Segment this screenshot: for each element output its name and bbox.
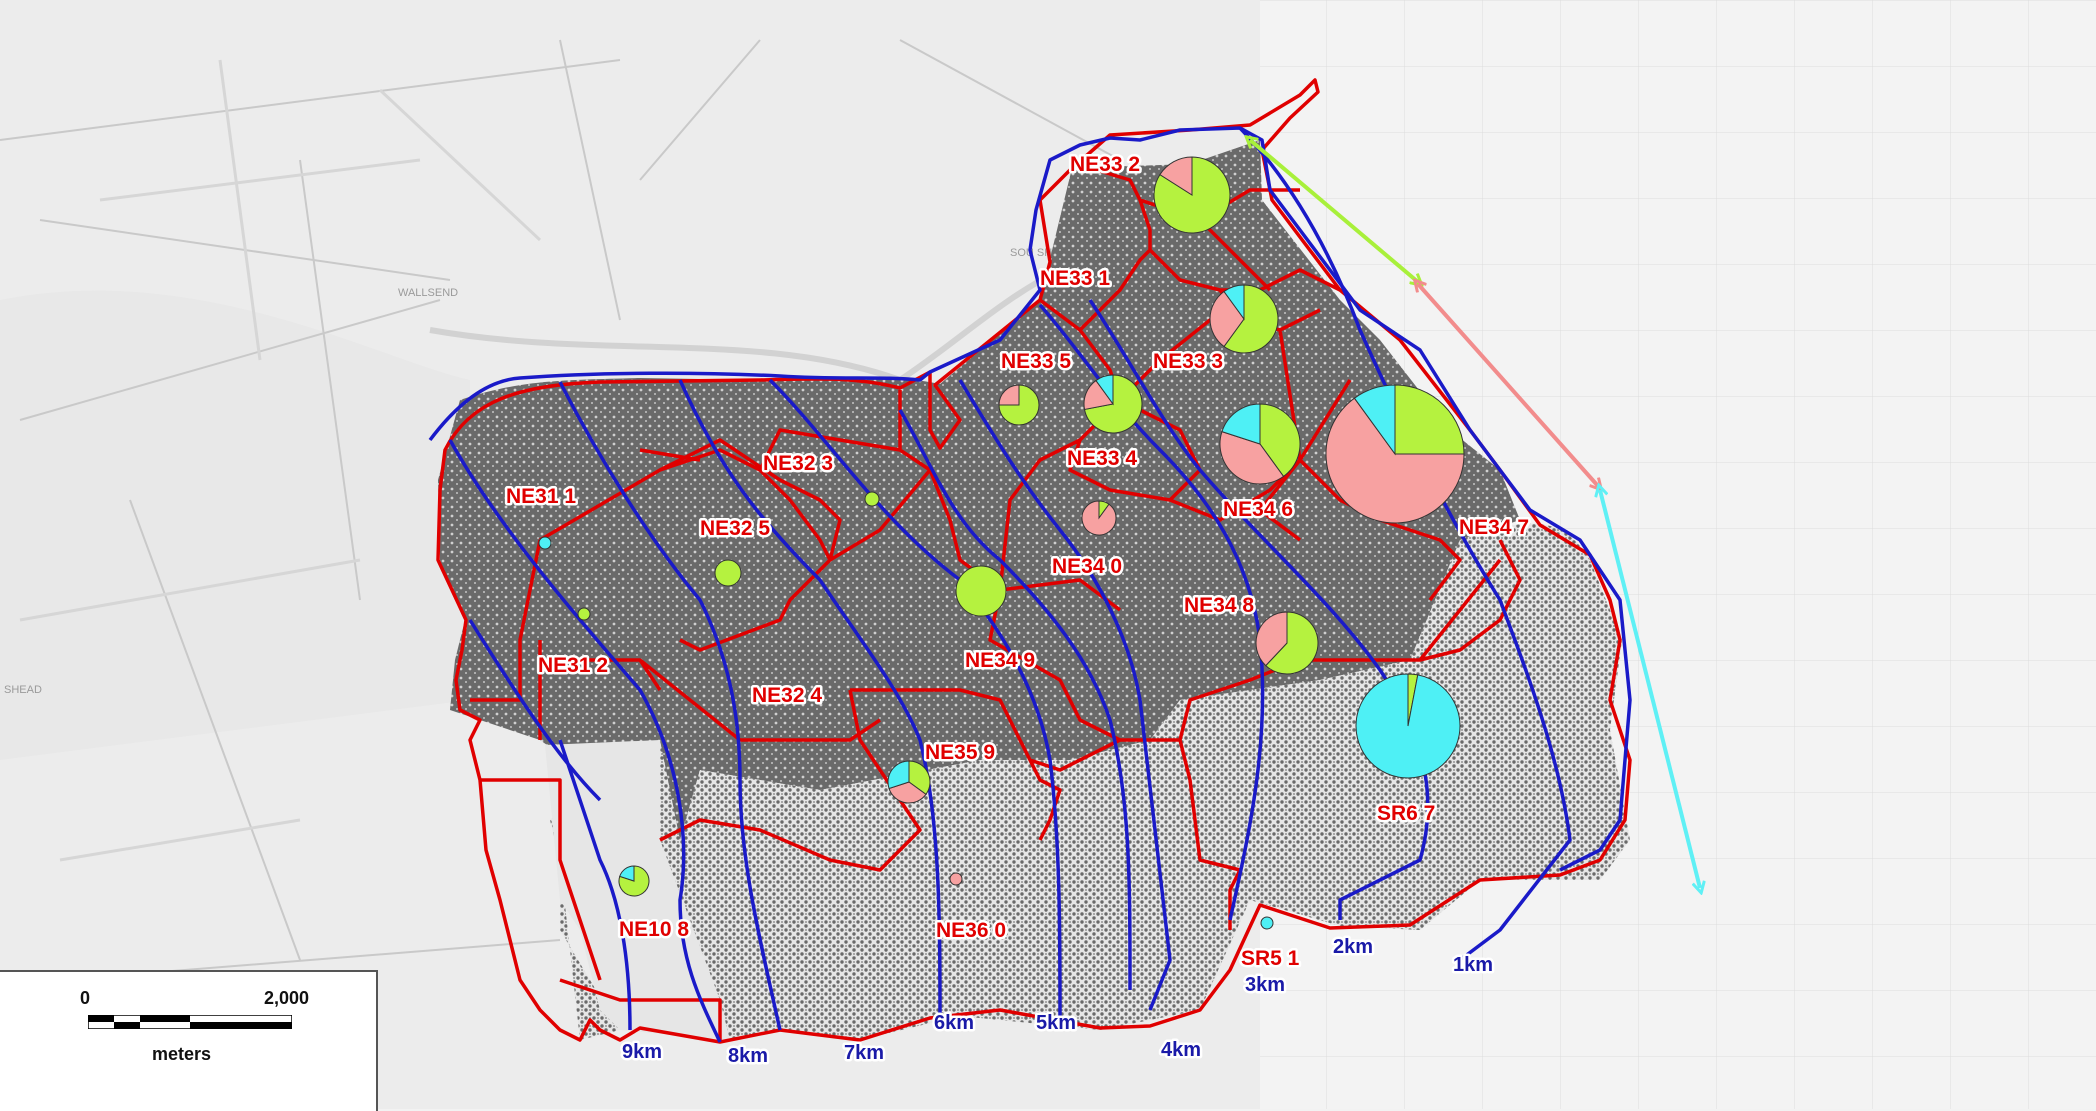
pie-slice (1260, 916, 1274, 930)
basemap-label-shead: SHEAD (4, 684, 42, 696)
pie-slice (949, 872, 963, 886)
district-label-ne10-8: NE10 8 (619, 918, 689, 941)
pie-slice (864, 491, 880, 507)
band-2km (1088, 299, 1430, 920)
pie-slice (1353, 384, 1396, 456)
district-label-ne35-9: NE35 9 (925, 741, 995, 764)
pie-slice (1081, 500, 1117, 536)
district-label-ne34-7: NE34 7 (1459, 516, 1529, 539)
band-5km (898, 409, 1132, 991)
band-4km (958, 379, 1172, 1011)
band-label-6km: 6km (934, 1012, 974, 1034)
pie-slice (887, 760, 910, 790)
pie-slice (1265, 611, 1319, 675)
study-area-outline (436, 78, 1632, 1044)
pie-slice (908, 760, 931, 796)
district-label-ne33-3: NE33 3 (1153, 350, 1223, 373)
district-label-ne33-4: NE33 4 (1067, 447, 1137, 470)
arrow-green (1250, 140, 1418, 282)
pie-slice (619, 865, 635, 882)
pie-slice (888, 781, 927, 804)
district-label-sr5-1: SR5 1 (1241, 947, 1300, 970)
basemap-label-south-shields: SOU SHI (1010, 247, 1055, 259)
pie-ne32-3 (864, 491, 880, 507)
band-label-9km: 9km (622, 1041, 662, 1063)
district-labels: NE33 2 NE33 1 NE33 5 NE33 3 NE33 4 NE32 … (504, 151, 1532, 973)
pie-slice (1259, 403, 1301, 478)
distance-arrows (1250, 140, 1700, 888)
sparse-area (550, 523, 1630, 1040)
pie-slice (714, 559, 742, 587)
pie-slice (1223, 284, 1279, 354)
band-labels: 1km 2km 3km 4km 5km 6km 7km 8km 9km (620, 934, 1496, 1070)
band-label-3km: 3km (1245, 974, 1285, 996)
pie-ne33-5 (998, 384, 1040, 426)
district-label-ne33-5: NE33 5 (1001, 350, 1071, 373)
district-label-ne31-1: NE31 1 (506, 485, 576, 508)
band-8km (558, 381, 782, 1031)
pie-slice (1221, 403, 1261, 445)
district-label-ne32-4: NE32 4 (752, 684, 822, 707)
district-label-sr6-7: SR6 7 (1377, 802, 1435, 825)
band-label-8km: 8km (728, 1045, 768, 1067)
band-6km (768, 378, 1062, 1021)
pie-slice (1095, 374, 1114, 406)
pie-slice (1159, 156, 1193, 196)
pie-ne34-9 (955, 565, 1007, 617)
pie-ne35-9 (887, 760, 931, 804)
pie-slice (1219, 431, 1285, 485)
pie-ne33-2 (1153, 156, 1231, 234)
arrow-cyan (1600, 490, 1700, 888)
scale-unit-label: meters (152, 1044, 212, 1064)
district-label-ne36-0: NE36 0 (936, 919, 1006, 942)
pie-ne33-4 (1083, 374, 1143, 434)
pie-ne32-5 (714, 559, 742, 587)
district-label-ne34-6: NE34 6 (1223, 498, 1293, 521)
band-label-2km: 2km (1333, 936, 1373, 958)
pie-slice (998, 384, 1020, 406)
district-label-ne32-3: NE32 3 (763, 452, 833, 475)
pie-slice (577, 607, 591, 621)
pie-slice (1355, 673, 1461, 779)
pie-ne34-6 (1219, 403, 1301, 485)
pie-sr6-7 (1355, 673, 1461, 779)
scale-bar (88, 1015, 292, 1029)
pie-slice (538, 536, 552, 550)
district-label-ne31-2: NE31 2 (538, 654, 608, 677)
band-west (468, 619, 632, 1031)
scale-max-label: 2,000 (264, 988, 310, 1008)
scale-bar-panel: 0 2,000 meters (0, 970, 378, 1111)
band-7km (678, 379, 942, 1031)
band-9km (448, 439, 722, 1043)
pie-ne34-7 (1325, 384, 1465, 524)
pie-ne33-3 (1209, 284, 1279, 354)
pie-ne36-0 (949, 872, 963, 886)
district-label-ne33-1: NE33 1 (1040, 267, 1110, 290)
band-label-5km: 5km (1036, 1012, 1076, 1034)
pie-ne34-0 (1081, 500, 1117, 536)
band-label-1km: 1km (1453, 954, 1493, 976)
district-label-ne34-8: NE34 8 (1184, 594, 1254, 617)
district-label-ne33-2: NE33 2 (1070, 153, 1140, 176)
pie-slice (955, 565, 1007, 617)
arrow-pink (1418, 284, 1598, 486)
district-label-ne34-0: NE34 0 (1052, 555, 1122, 578)
pie-ne34-8 (1255, 611, 1319, 675)
pie-ne31-2 (577, 607, 591, 621)
pie-sr5-1 (1260, 916, 1274, 930)
band-label-7km: 7km (844, 1042, 884, 1064)
pie-slice (1255, 611, 1288, 667)
district-label-ne34-9: NE34 9 (965, 649, 1035, 672)
band-label-4km: 4km (1161, 1039, 1201, 1061)
district-label-ne32-5: NE32 5 (700, 517, 770, 540)
scale-zero-label: 0 (80, 988, 91, 1008)
pie-ne31-1 (538, 536, 552, 550)
pie-ne10-8 (618, 865, 650, 897)
basemap-label-wallsend: WALLSEND (398, 287, 458, 299)
pie-slice (1209, 290, 1245, 348)
pie-slice (998, 384, 1040, 426)
